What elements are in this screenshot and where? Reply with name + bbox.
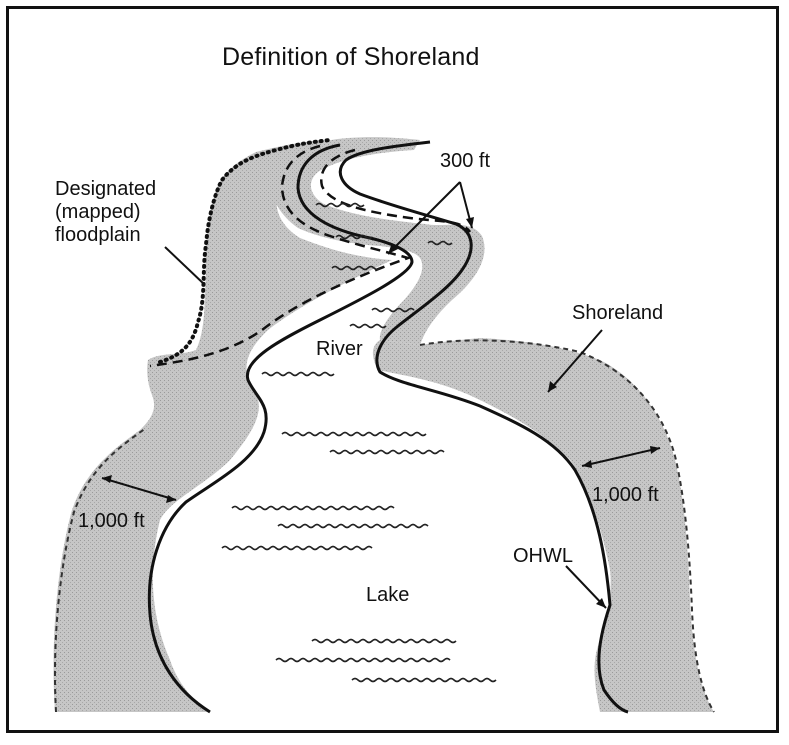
- arrowhead: [596, 598, 606, 608]
- wave: [427, 240, 453, 246]
- right-shoreland-band: [372, 338, 714, 712]
- right-shoreland-boundary: [419, 339, 715, 713]
- wave: [311, 638, 457, 644]
- arrowhead: [650, 446, 660, 454]
- wave: [329, 449, 445, 455]
- arrowhead: [166, 495, 176, 503]
- ohwl-right-bank: [338, 140, 629, 714]
- left-shoreland-boundary: [53, 427, 147, 713]
- arrowhead: [582, 460, 592, 468]
- wave: [371, 307, 415, 313]
- wave: [335, 234, 373, 240]
- river-setback-leader-left: [387, 181, 461, 255]
- wave: [261, 371, 335, 377]
- river-setback-line-inner: [320, 148, 472, 233]
- wave: [231, 505, 395, 511]
- left-setback-arrow: [101, 477, 177, 501]
- river-setback-label: 300 ft: [440, 150, 491, 172]
- leader-lines: [101, 181, 661, 609]
- ohwl-label: OHWL: [513, 545, 573, 567]
- shoreland-leader: [547, 329, 603, 393]
- wave: [221, 545, 373, 551]
- left-shoreland-band: [53, 140, 392, 712]
- wave: [331, 265, 381, 271]
- river-label: River: [316, 338, 363, 360]
- floodplain-label: Designated (mapped) floodplain: [55, 178, 157, 246]
- ohwl-left-bank: [147, 143, 414, 714]
- floodplain-boundary: [158, 138, 332, 364]
- wave: [349, 323, 387, 329]
- arrowhead: [388, 243, 398, 254]
- wave: [281, 431, 427, 437]
- water-waves: [221, 202, 497, 683]
- wave: [277, 523, 429, 529]
- wave: [275, 657, 451, 663]
- right-setback-arrow: [581, 447, 661, 467]
- diagram-title: Definition of Shoreland: [222, 43, 480, 71]
- river-setback-line-left: [149, 144, 413, 368]
- arrowhead: [466, 217, 474, 228]
- right-setback-label: 1,000 ft: [592, 484, 659, 506]
- left-setback-label: 1,000 ft: [78, 510, 145, 532]
- arrowhead: [102, 475, 112, 483]
- floodplain-leader: [164, 246, 206, 286]
- arrowheads: [102, 217, 660, 608]
- arrowhead: [548, 381, 557, 392]
- shoreland-label: Shoreland: [572, 302, 664, 324]
- wave: [315, 202, 365, 208]
- wave: [351, 677, 497, 683]
- lake-label: Lake: [366, 584, 410, 606]
